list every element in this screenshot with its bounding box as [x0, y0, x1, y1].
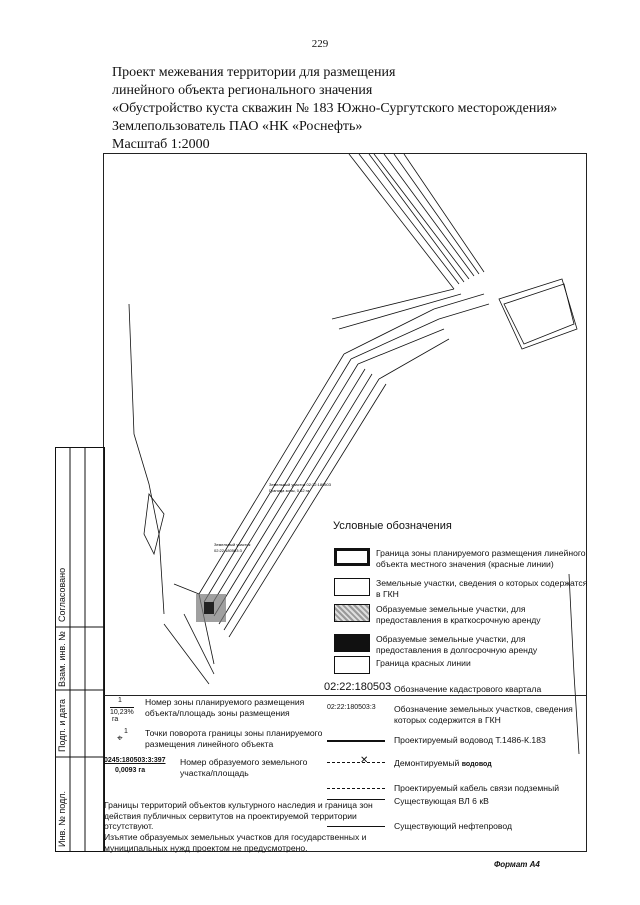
legend-existing-oil: Существующий нефтепровод: [394, 821, 512, 831]
line-dismantled-water: [327, 762, 385, 763]
legend-swatch-short-term: [334, 604, 370, 622]
parcel-number-area: 0,0093 га: [115, 767, 146, 774]
line-planned-water: [327, 740, 385, 742]
stamp-grid: [55, 447, 105, 852]
legend-parcel-number: Номер образуемого земельного участка/пло…: [180, 757, 308, 778]
legend-dismantled-water: Демонтируемый водовод: [394, 758, 492, 768]
legend-swatch-zone: [334, 548, 370, 566]
stamp-agreed: Согласовано: [57, 567, 67, 622]
legend-long-term: Образуемые земельные участки, для предос…: [376, 634, 538, 655]
legend-divider: [103, 695, 587, 696]
turn-point-example: 1: [124, 728, 128, 735]
legend-swatch-gkn: [334, 578, 370, 596]
parcel-code-example: 02:22:180503:3: [327, 704, 376, 711]
legend-planned-cable: Проектируемый кабель связи подземный: [394, 783, 560, 793]
legend-cadastral-text: Обозначение кадастрового квартала: [394, 684, 542, 694]
map-drawing: Земельный участок 02:22:180503 Граница з…: [128, 154, 580, 755]
legend-cadastral-code: 02:22:180503: [324, 681, 392, 693]
legend-title: Условные обозначения: [333, 520, 452, 532]
parcel-number-example: 0245:180503:3:397: [104, 757, 166, 764]
format-label: Формат А4: [494, 860, 540, 869]
title-line-3: «Обустройство куста скважин № 183 Южно-С…: [112, 101, 558, 116]
legend-note-1: Границы территорий объектов культурного …: [104, 800, 373, 831]
legend-gkn-parcels: Земельные участки, сведения о которых со…: [376, 578, 588, 599]
title-line-5: Масштаб 1:2000: [112, 137, 210, 152]
stamp-inv-replace: Взам. инв. №: [57, 631, 67, 687]
legend-existing-vl: Существующая ВЛ 6 кВ: [394, 796, 489, 806]
legend-zone-number: Номер зоны планируемого размещения объек…: [145, 697, 305, 718]
legend-zone-boundary: Граница зоны планируемого размещения лин…: [376, 548, 586, 569]
map-label-c: Земельный участок: [214, 542, 251, 547]
legend-planned-water: Проектируемый водовод Т.1486-К.183: [394, 735, 546, 745]
title-line-1: Проект межевания территории для размещен…: [112, 65, 396, 80]
turn-point-icon: ⌖: [117, 733, 123, 744]
zone-example-num: 1: [118, 697, 122, 704]
legend-red-lines: Граница красных линии: [376, 658, 471, 668]
map-label-b: Граница зоны, 0,52 га: [269, 488, 310, 493]
legend-short-term: Образуемые земельные участки, для предос…: [376, 604, 541, 625]
legend-note-2: Изъятие образуемых земельных участков дл…: [104, 832, 367, 853]
page-number: 229: [311, 38, 329, 50]
map-label-d: 02:22:180503:3: [214, 548, 243, 553]
legend-swatch-red-lines: [334, 656, 370, 674]
line-existing-vl: [327, 799, 385, 800]
legend-swatch-long-term: [334, 634, 370, 652]
stamp-strip: Согласовано Взам. инв. № Подп. и дата Ин…: [55, 447, 105, 852]
title-line-2: линейного объекта регионального значения: [112, 83, 373, 98]
cross-icon: ✕: [360, 755, 369, 766]
stamp-inv-orig: Инв. № подл.: [57, 790, 67, 847]
map-label-a: Земельный участок 02:22:180503: [269, 482, 332, 487]
title-line-4: Землепользователь ПАО «НК «Роснефть»: [112, 119, 363, 134]
zone-example-unit: га: [112, 716, 119, 723]
map-frame: Земельный участок 02:22:180503 Граница з…: [103, 153, 587, 852]
stamp-sign-date: Подп. и дата: [57, 698, 67, 752]
legend-turn-point: Точки поворота границы зоны планируемого…: [145, 728, 323, 749]
zone-example-area: 10,23%: [110, 707, 134, 716]
line-existing-oil: [327, 826, 385, 827]
legend-parcel-code: Обозначение земельных участков, сведения…: [394, 704, 573, 725]
line-planned-cable: [327, 788, 385, 789]
